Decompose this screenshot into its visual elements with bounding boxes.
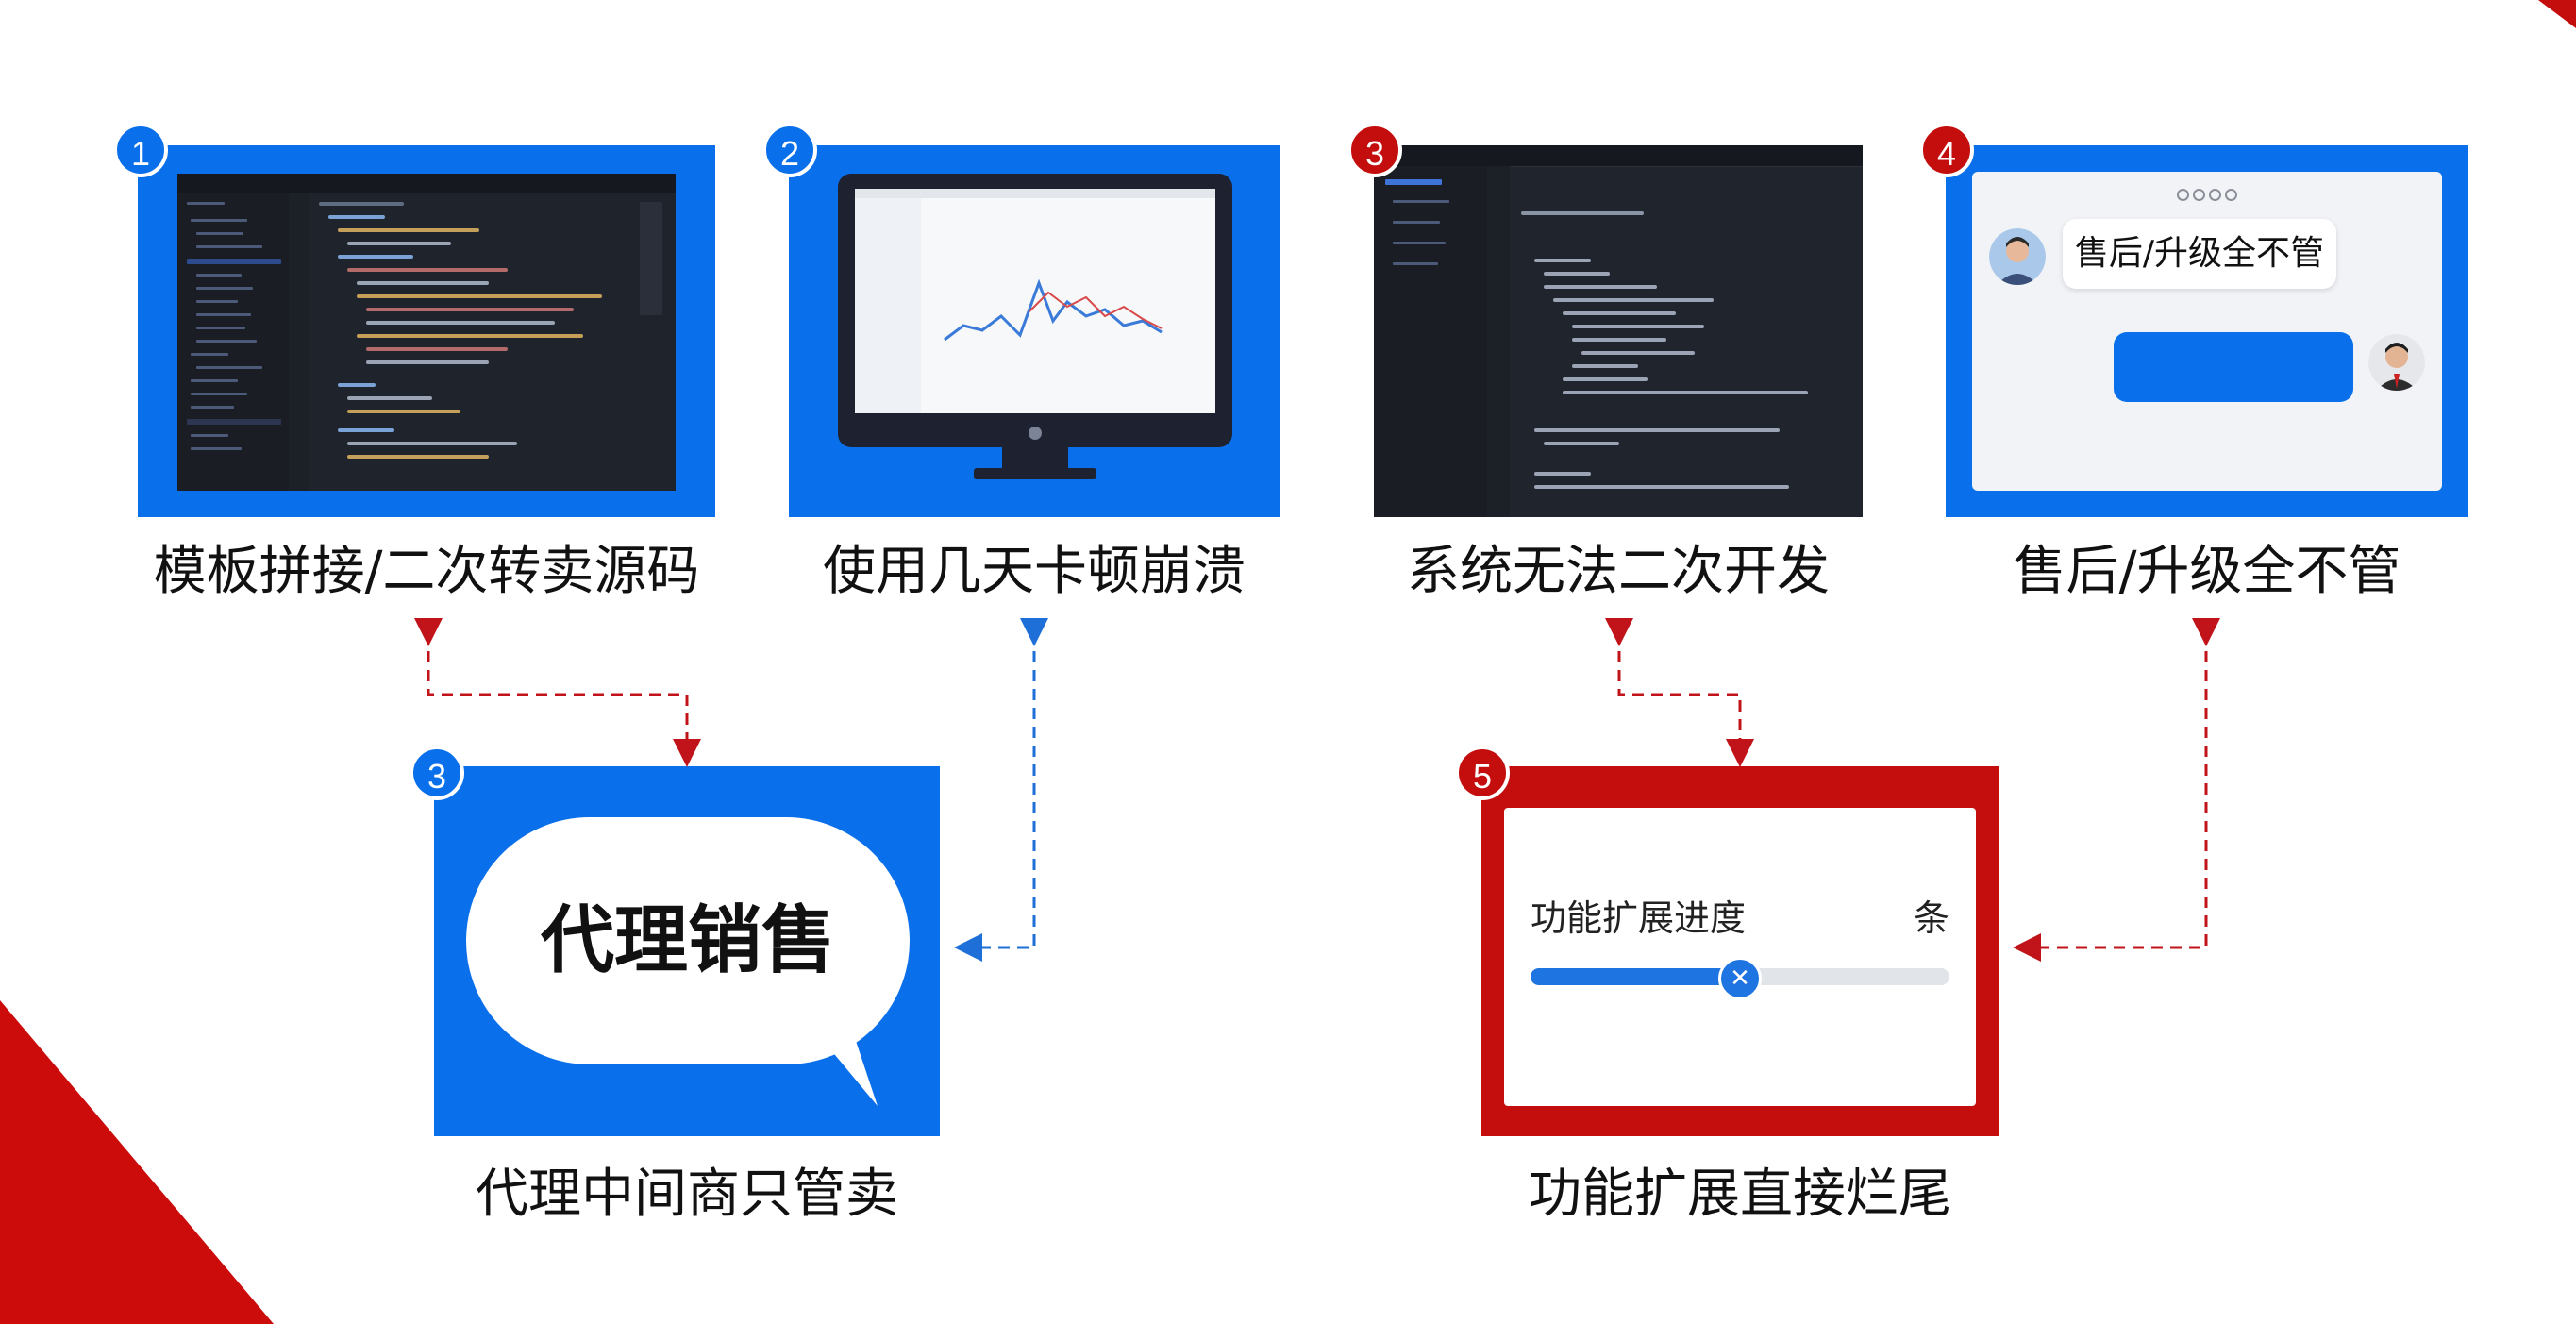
chat-bubble-blue: [2114, 332, 2353, 402]
chat-bubble-text: 售后/升级全不管: [2063, 219, 2336, 289]
feature-progress-panel: 功能扩展进度 条 ✕: [1481, 766, 1999, 1136]
caption-3: 系统无法二次开发: [1407, 541, 1830, 602]
avatar-man-icon: [1989, 228, 2046, 285]
agent-sales-panel: 代理销售: [434, 766, 940, 1136]
badge-bottom-5: 5: [1455, 746, 1510, 800]
badge-2: 2: [762, 123, 817, 177]
slider-card: 功能扩展进度 条 ✕: [1504, 808, 1976, 1106]
caption-2: 使用几天卡顿崩溃: [823, 541, 1246, 602]
badge-3: 3: [1347, 123, 1402, 177]
close-x-icon[interactable]: ✕: [1718, 957, 1762, 1000]
card-4-panel: 售后/升级全不管: [1946, 145, 2468, 517]
corner-stripe: [2538, 0, 2576, 28]
card-1-panel: [138, 145, 715, 517]
caption-bottom-1: 代理中间商只管卖: [476, 1164, 898, 1225]
progress-track[interactable]: [1531, 968, 1949, 985]
avatar-man-2-icon: [2368, 334, 2425, 391]
card-2-panel: [789, 145, 1280, 517]
slider-unit: 条: [1913, 897, 1949, 939]
chat-window: 售后/升级全不管: [1972, 172, 2442, 491]
caption-1: 模板拼接/二次转卖源码: [153, 541, 700, 602]
badge-4: 4: [1919, 123, 1974, 177]
caption-4: 售后/升级全不管: [2013, 541, 2401, 602]
code-editor-screenshot: [177, 174, 676, 491]
monitor-icon: [838, 174, 1232, 479]
badge-bottom-3: 3: [410, 746, 464, 800]
speech-bubble-text: 代理销售: [540, 898, 835, 983]
badge-1: 1: [113, 123, 168, 177]
caption-bottom-2: 功能扩展直接烂尾: [1529, 1164, 1951, 1225]
window-dots: [1972, 187, 2442, 205]
red-corner-triangle: [0, 1000, 274, 1324]
slider-label: 功能扩展进度: [1531, 897, 1747, 939]
progress-fill: [1531, 968, 1740, 985]
card-3-panel: [1374, 145, 1863, 517]
speech-bubble-tail: [802, 1021, 878, 1106]
